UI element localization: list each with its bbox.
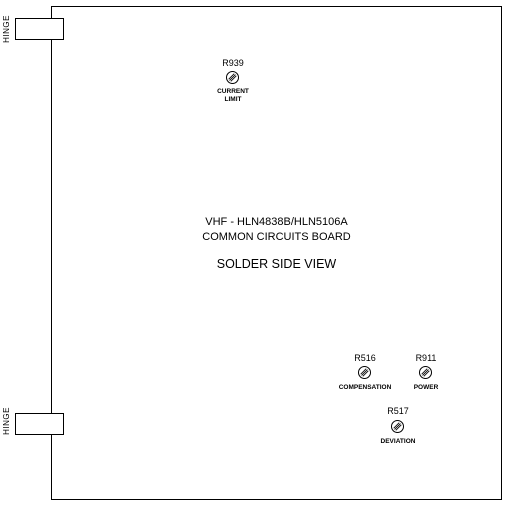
pot-r911-caption: POWER — [413, 384, 439, 391]
board-outline — [51, 6, 502, 500]
pot-r939-caption-line2: LIMIT — [224, 96, 242, 103]
hinge-bottom — [15, 413, 64, 435]
pot-r517-caption: DEVIATION — [380, 438, 416, 445]
pot-r516-ref: R516 — [354, 353, 376, 363]
pot-slash-icon — [393, 422, 402, 431]
pot-r516-caption: COMPENSATION — [338, 384, 392, 391]
pot-r939-ref: R939 — [222, 58, 244, 68]
hinge-bottom-label: HINGE — [2, 407, 11, 435]
pot-slash-icon — [421, 368, 430, 377]
pot-r911-ref: R911 — [415, 353, 437, 363]
board-title-line2: COMMON CIRCUITS BOARD — [202, 231, 351, 243]
board-title-line1: VHF - HLN4838B/HLN5106A — [205, 216, 348, 228]
pot-r516-icon — [358, 366, 371, 379]
pot-r517-ref: R517 — [387, 406, 409, 416]
pot-r517-icon — [391, 420, 404, 433]
pot-slash-icon — [360, 368, 369, 377]
pot-r911-icon — [419, 366, 432, 379]
pot-r939-caption-line1: CURRENT — [217, 88, 249, 95]
pot-r939-icon — [226, 71, 239, 84]
pot-slash-icon — [228, 73, 237, 82]
hinge-top-label: HINGE — [2, 15, 11, 43]
view-label: SOLDER SIDE VIEW — [216, 257, 337, 271]
hinge-top — [15, 18, 64, 40]
